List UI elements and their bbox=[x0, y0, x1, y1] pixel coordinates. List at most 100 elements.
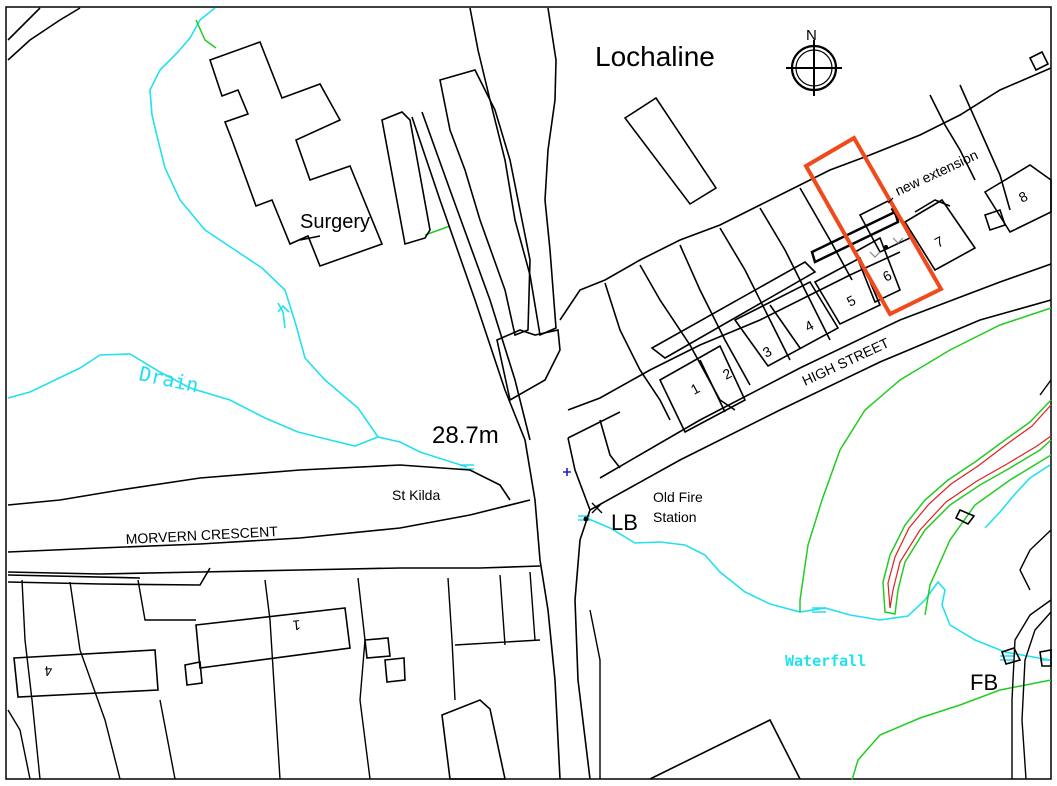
shed bbox=[983, 208, 1007, 232]
label-fb: FB bbox=[970, 670, 998, 695]
label-old-fire-2: Station bbox=[653, 509, 697, 525]
footbridge-pier bbox=[1039, 649, 1052, 667]
lb-point bbox=[583, 516, 589, 522]
label-st-kilda: St Kilda bbox=[392, 487, 440, 503]
field-edge bbox=[7, 7, 81, 61]
shed bbox=[364, 637, 391, 659]
plot-wall bbox=[454, 571, 541, 646]
bank-line bbox=[799, 307, 1052, 612]
kerb bbox=[7, 574, 141, 579]
hedge-line bbox=[195, 19, 217, 49]
bank-line bbox=[924, 454, 1052, 616]
house-8 bbox=[983, 164, 1052, 234]
plot bbox=[567, 411, 621, 439]
symbols bbox=[563, 237, 904, 522]
plot-divider bbox=[959, 84, 1011, 211]
building-south bbox=[441, 699, 506, 780]
road-west-edge bbox=[411, 116, 561, 780]
roads bbox=[7, 7, 1052, 780]
flow-arrow bbox=[277, 302, 290, 329]
bank-line bbox=[851, 679, 1052, 781]
water-features bbox=[7, 7, 1052, 661]
plot bbox=[559, 67, 1052, 321]
plot-divider bbox=[759, 207, 831, 341]
label-waterfall: Waterfall bbox=[785, 652, 866, 670]
plot-wall bbox=[447, 577, 456, 701]
crescent-house-4 bbox=[13, 649, 159, 698]
site-boundary[interactable] bbox=[803, 135, 944, 317]
plot-divider bbox=[639, 264, 736, 411]
house-3-4 bbox=[733, 280, 840, 368]
plot-divider bbox=[719, 227, 791, 361]
label-drain: Drain bbox=[137, 361, 201, 397]
point bbox=[884, 245, 888, 249]
label-old-fire-1: Old Fire bbox=[653, 489, 703, 505]
stream-north bbox=[149, 7, 379, 438]
house-7 bbox=[903, 198, 977, 272]
label-new-extension: new extension bbox=[893, 146, 981, 198]
map-title: Lochaline bbox=[595, 41, 715, 72]
plot-wall bbox=[589, 609, 601, 779]
house-number-8: 8 bbox=[1016, 188, 1031, 206]
plot-divider bbox=[929, 94, 976, 181]
plot-wall bbox=[137, 579, 196, 621]
terrace-row bbox=[650, 261, 817, 359]
plot-wall bbox=[21, 579, 41, 780]
building-north bbox=[623, 96, 718, 206]
house-1-2 bbox=[658, 344, 747, 434]
small-structure bbox=[1028, 50, 1050, 72]
plot-wall bbox=[159, 699, 176, 780]
plot-wall bbox=[357, 577, 371, 780]
plot-divider bbox=[604, 282, 671, 421]
crescent-number-4: 4 bbox=[44, 663, 53, 679]
north-arrow: N bbox=[786, 27, 842, 96]
morvern-crescent-south-edge bbox=[7, 565, 541, 575]
extension-outline bbox=[810, 210, 900, 264]
benchmark-cross bbox=[563, 468, 571, 476]
north-label: N bbox=[806, 27, 817, 44]
high-street-south-edge bbox=[589, 299, 1052, 511]
house-6 bbox=[853, 236, 902, 304]
house-number-4: 4 bbox=[802, 317, 817, 335]
label-spot-height: 28.7m bbox=[432, 422, 499, 449]
plot-corner bbox=[496, 329, 561, 402]
plot-wall bbox=[69, 581, 121, 780]
post-mark bbox=[591, 502, 603, 514]
river-bank bbox=[882, 399, 1052, 615]
house-divider bbox=[769, 304, 801, 349]
plot-wall bbox=[7, 709, 31, 780]
house-number-1: 1 bbox=[688, 380, 703, 398]
house-divider bbox=[699, 359, 726, 413]
plot-wall bbox=[264, 579, 281, 780]
map-border bbox=[5, 6, 1052, 780]
road-east-edge bbox=[567, 437, 591, 780]
extension-leader bbox=[887, 197, 894, 204]
small-structure bbox=[954, 508, 976, 526]
field-edge bbox=[7, 7, 41, 41]
house-number-7: 7 bbox=[932, 233, 947, 251]
label-lb: LB bbox=[611, 510, 638, 535]
culvert-mark bbox=[812, 607, 826, 613]
plot bbox=[567, 251, 901, 411]
footbridge bbox=[1011, 599, 1052, 780]
footbridge-pier bbox=[1000, 647, 1022, 665]
house-5 bbox=[813, 256, 882, 326]
plot-divider bbox=[599, 419, 621, 469]
buildings bbox=[7, 7, 1052, 780]
drain bbox=[7, 353, 468, 468]
label-morvern-crescent: MORVERN CRESCENT bbox=[125, 523, 278, 547]
field-edge-south bbox=[7, 464, 511, 506]
road-west-edge-2 bbox=[421, 111, 531, 441]
culvert-mark bbox=[1000, 655, 1052, 661]
house-number-5: 5 bbox=[844, 292, 859, 310]
surgery-outbuilding bbox=[381, 111, 431, 246]
crescent-verge bbox=[7, 567, 211, 586]
morvern-crescent-north-edge bbox=[7, 499, 531, 553]
hedge-line bbox=[424, 225, 451, 236]
shed bbox=[184, 661, 203, 686]
central-strip bbox=[439, 69, 531, 337]
crescent-house-1 bbox=[195, 607, 351, 669]
river-east bbox=[984, 464, 1051, 529]
